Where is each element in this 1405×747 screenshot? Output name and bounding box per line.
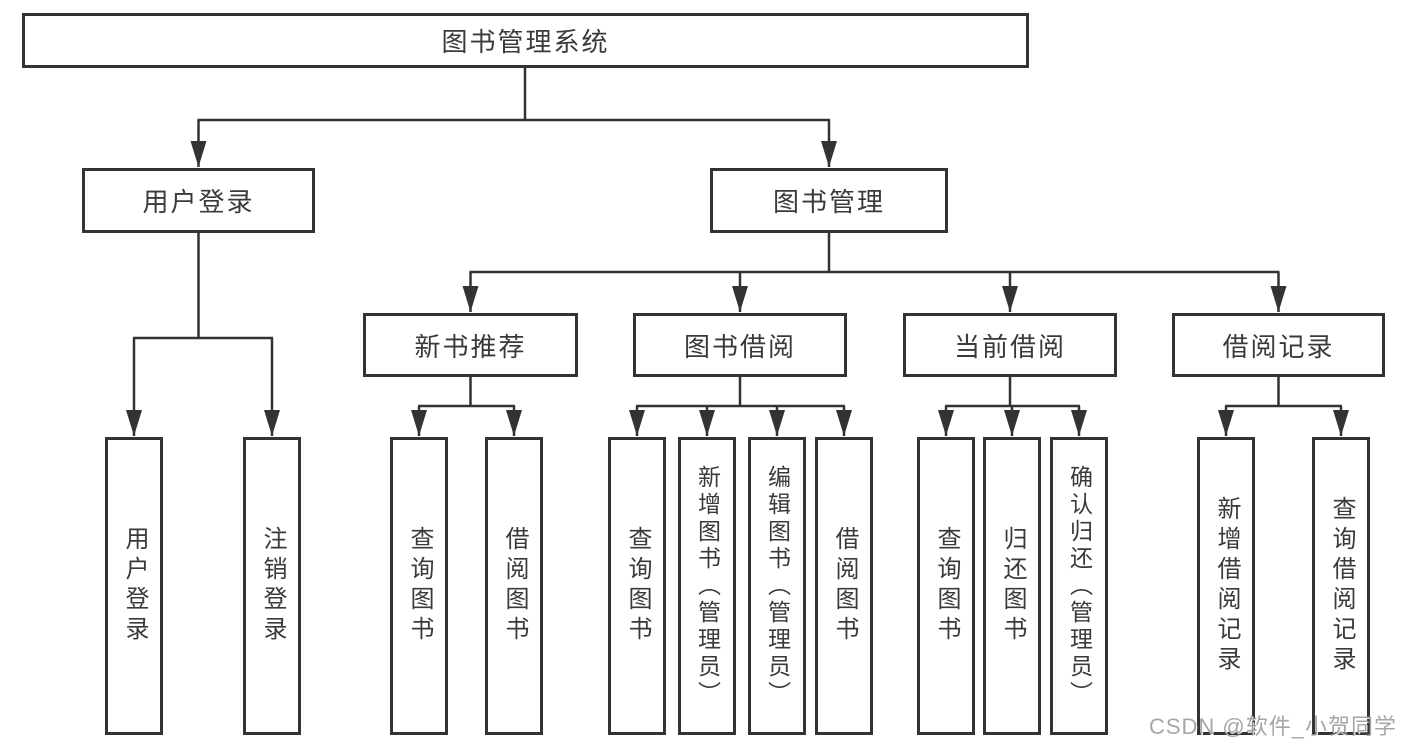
- node-label: 当前借阅: [953, 331, 1066, 362]
- node-label: 查询图书: [933, 526, 960, 646]
- node-book-management: 图书管理: [710, 168, 948, 233]
- node-label: 用户登录: [121, 526, 148, 646]
- node-label: 查询图书: [624, 526, 651, 646]
- node-label: 图书管理系统: [441, 27, 610, 57]
- node-book-borrowing: 图书借阅: [633, 313, 847, 377]
- node-label: 查询图书: [406, 526, 433, 646]
- node-library-management-system: 图书管理系统: [22, 13, 1029, 68]
- leaf-query-books-current: 查询图书: [917, 437, 975, 735]
- leaf-user-login: 用户登录: [105, 437, 163, 735]
- node-label: 注销登录: [259, 526, 286, 646]
- node-borrowing-records: 借阅记录: [1172, 313, 1385, 377]
- node-label: 新书推荐: [414, 331, 527, 362]
- leaf-query-books-recommend: 查询图书: [390, 437, 448, 735]
- leaf-add-borrow-record: 新增借阅记录: [1197, 437, 1255, 735]
- node-label: 借阅记录: [1222, 331, 1335, 362]
- node-label: 用户登录: [142, 187, 255, 217]
- csdn-watermark: CSDN @软件_小贺同学: [1148, 714, 1397, 739]
- leaf-confirm-return-admin: 确认归还（管理员）: [1050, 437, 1108, 735]
- leaf-return-books: 归还图书: [983, 437, 1041, 735]
- leaf-borrow-books: 借阅图书: [815, 437, 873, 735]
- node-label: 确认归还（管理员）: [1066, 464, 1093, 708]
- node-new-book-recommend: 新书推荐: [363, 313, 578, 377]
- leaf-edit-books-admin: 编辑图书（管理员）: [748, 437, 806, 735]
- node-current-borrowing: 当前借阅: [903, 313, 1117, 377]
- node-label: 图书管理: [772, 187, 885, 217]
- node-label: 归还图书: [999, 526, 1026, 646]
- node-label: 图书借阅: [683, 331, 796, 362]
- leaf-logout: 注销登录: [243, 437, 301, 735]
- leaf-query-books-borrowing: 查询图书: [608, 437, 666, 735]
- leaf-query-borrow-record: 查询借阅记录: [1312, 437, 1370, 735]
- node-label: 查询借阅记录: [1328, 496, 1355, 676]
- node-label: 新增图书（管理员）: [694, 464, 721, 708]
- node-user-login: 用户登录: [82, 168, 315, 233]
- leaf-borrow-books-recommend: 借阅图书: [485, 437, 543, 735]
- node-label: 借阅图书: [831, 526, 858, 646]
- node-label: 新增借阅记录: [1213, 496, 1240, 676]
- node-label: 编辑图书（管理员）: [764, 464, 791, 708]
- node-label: 借阅图书: [501, 526, 528, 646]
- leaf-add-books-admin: 新增图书（管理员）: [678, 437, 736, 735]
